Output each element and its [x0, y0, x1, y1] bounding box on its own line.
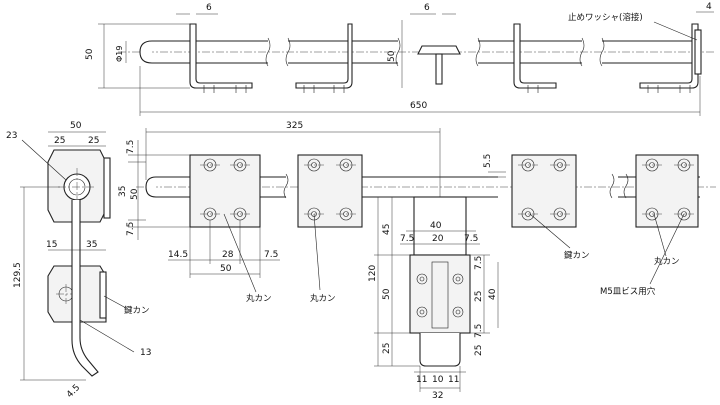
- side-label-kagi-kan: 鍵カン: [124, 305, 150, 316]
- keeper-body: [413, 196, 467, 256]
- top-bar-seg-1: [152, 40, 268, 64]
- keeper-dim-45: 45: [382, 224, 392, 235]
- top-screws: [203, 85, 691, 93]
- front-plate-1: [189, 154, 261, 228]
- keeper-dim-40-top: 40: [430, 221, 442, 231]
- front-label-hole: M5皿ビス用穴: [600, 286, 656, 297]
- front-dim-14-5: 14.5: [168, 250, 188, 260]
- keeper-dim-10: 10: [432, 375, 444, 385]
- top-dim-height-2: 50: [387, 50, 397, 62]
- keeper-dim-25-b: 25: [474, 291, 484, 302]
- front-dim-7-5-h: 7.5: [264, 250, 278, 260]
- front-dim-7-5-top: 7.5: [126, 140, 136, 154]
- top-dim-washer: 4: [706, 2, 712, 12]
- keeper-dim-7-5-b: 7.5: [464, 234, 478, 244]
- top-break-2: [579, 37, 605, 67]
- side-view: 50 25 25 23 129.5 15 35 鍵カン 13 4.5: [6, 121, 151, 400]
- front-plate-4: [635, 154, 699, 228]
- top-washer: [694, 29, 702, 75]
- front-leader-2: [313, 213, 321, 291]
- keeper-dim-7-5-d: 7.5: [474, 324, 484, 338]
- front-label-maru-kan-2: 丸カン: [310, 293, 336, 304]
- side-plate-bottom-edge: [99, 271, 107, 319]
- front-dim-28: 28: [222, 250, 234, 260]
- keeper-dim-32: 32: [432, 391, 443, 401]
- front-leader-3: [529, 213, 571, 249]
- keeper-view: 40 7.5 20 7.5 45 120 50 25 7.5 25 7.5 40…: [368, 196, 499, 401]
- front-dim-50-h: 50: [220, 264, 232, 274]
- side-dim-23: 23: [6, 131, 17, 141]
- side-leader-13: [79, 319, 135, 353]
- keeper-lip: [419, 333, 461, 367]
- side-crosshair-top: [58, 168, 96, 206]
- top-bracket-4: [639, 23, 699, 89]
- top-bar-seg-4: [602, 40, 696, 64]
- side-dim-15: 15: [46, 240, 57, 250]
- side-leader-23: [21, 139, 67, 181]
- top-dim-plate-width: 6: [206, 3, 212, 13]
- top-view: 50 Φ19 6 6 50 4 止めワッシャ(溶接) 650: [85, 2, 716, 116]
- side-dim-4-5: 4.5: [65, 383, 82, 400]
- keeper-dim-120: 120: [368, 265, 378, 282]
- top-dim-total-length: 650: [410, 101, 427, 111]
- side-plate-edge: [103, 157, 111, 219]
- keeper-dim-7-5-a: 7.5: [400, 234, 414, 244]
- side-dim-25-b: 25: [88, 136, 99, 146]
- keeper-dim-25-c: 25: [474, 345, 484, 356]
- keeper-dim-25-a: 25: [382, 343, 392, 354]
- side-bar-hook: [71, 200, 99, 377]
- top-dim-dia: Φ19: [115, 46, 124, 62]
- front-leader-1: [223, 213, 257, 293]
- front-dim-7-5-bottom: 7.5: [126, 222, 136, 236]
- front-dim-35: 35: [118, 186, 128, 197]
- top-dim-plate-width-2: 6: [424, 3, 430, 13]
- front-break-2: [609, 173, 629, 199]
- side-dim-129-5: 129.5: [13, 262, 23, 288]
- keeper-dim-40-r: 40: [488, 288, 498, 300]
- top-dim-height: 50: [85, 48, 95, 60]
- keeper-dim-50: 50: [382, 288, 392, 300]
- front-dim-5-5: 5.5: [483, 154, 493, 168]
- front-label-kagi-kan: 鍵カン: [564, 250, 590, 261]
- front-label-maru-kan-1: 丸カン: [246, 293, 272, 304]
- keeper-dim-20: 20: [432, 234, 444, 244]
- keeper-plate: [409, 254, 471, 334]
- top-bracket-3: [513, 23, 557, 89]
- front-plate-3: [511, 154, 577, 228]
- front-crosshairs: [200, 164, 694, 215]
- side-leader-kagi: [103, 295, 127, 309]
- top-break-1: [265, 37, 291, 67]
- front-plate-2: [297, 154, 363, 228]
- keeper-slot: [431, 261, 449, 329]
- side-dim-35: 35: [86, 240, 97, 250]
- top-bar-seg-2: [288, 40, 398, 64]
- side-dim-50: 50: [70, 121, 82, 131]
- front-dim-length: 325: [286, 121, 303, 131]
- side-dim-25-a: 25: [54, 136, 65, 146]
- keeper-holes: [416, 273, 464, 318]
- side-dim-13: 13: [140, 348, 151, 358]
- top-bar-end: [139, 40, 153, 64]
- top-bracket-1: [189, 23, 253, 89]
- top-keeper-cap: [417, 45, 461, 55]
- front-dim-50: 50: [130, 188, 140, 200]
- top-bar-seg-3: [478, 40, 582, 64]
- keeper-dim-11-a: 11: [416, 375, 427, 385]
- front-label-maru-kan-3: 丸カン: [654, 256, 680, 267]
- keeper-dim-7-5-c: 7.5: [474, 256, 484, 270]
- front-bar-end: [145, 176, 157, 198]
- front-view: 7.5 35 50 7.5 325 14.5 28 7.5 50 5.5 丸カン…: [118, 121, 716, 304]
- front-leader-5: [649, 213, 685, 285]
- top-break-3: [395, 37, 481, 67]
- keeper-dim-11-b: 11: [448, 375, 459, 385]
- top-washer-leader: [653, 21, 698, 41]
- top-bracket-2: [295, 23, 353, 89]
- top-label-washer: 止めワッシャ(溶接): [568, 12, 643, 23]
- top-keeper-stem: [435, 53, 443, 85]
- front-leader-4: [653, 213, 667, 257]
